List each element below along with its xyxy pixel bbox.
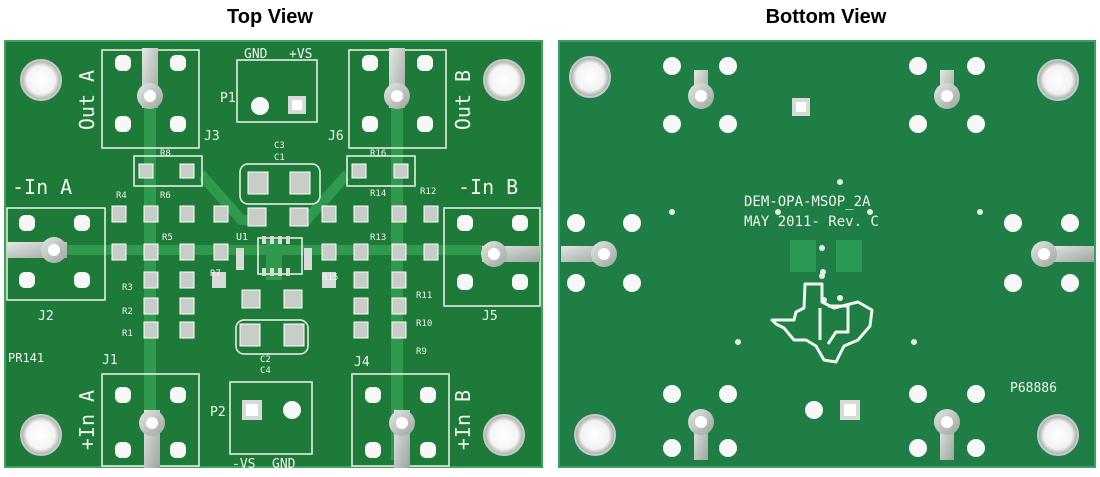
r10-label: R10	[416, 319, 432, 329]
vias	[669, 179, 983, 345]
j3-label: J3	[204, 129, 220, 144]
top-view-pcb: Out A Out B -In A -In B +In A +In B GND …	[4, 40, 543, 468]
board-id-label: PR141	[8, 351, 44, 365]
j1-label: J1	[102, 353, 118, 368]
part-name-label: DEM-OPA-MSOP_2A	[744, 194, 871, 210]
bottom-view-pcb: DEM-OPA-MSOP_2A MAY 2011- Rev. C P68886	[558, 40, 1096, 468]
mounting-holes	[20, 59, 525, 456]
p1-vs-label: +VS	[289, 47, 312, 62]
connector-tabs-bottom	[561, 70, 1094, 460]
r5-label: R5	[162, 233, 173, 243]
p1-gnd-label: GND	[244, 47, 268, 62]
p2-label: P2	[210, 405, 226, 420]
r6-label: R6	[160, 191, 171, 201]
p1-label: P1	[220, 91, 236, 106]
date-rev-label: MAY 2011- Rev. C	[744, 214, 879, 230]
j5-pads	[457, 215, 540, 290]
in-minus-a-label: -In A	[12, 175, 72, 199]
r2-label: R2	[122, 307, 133, 317]
c2-label: C2	[260, 355, 271, 365]
u1-label: U1	[236, 232, 248, 243]
out-b-label: Out B	[451, 70, 475, 130]
through-hole-pads	[567, 57, 1079, 457]
mounting-hole	[1037, 59, 1079, 101]
c3-label: C3	[274, 141, 285, 151]
bottom-view-title: Bottom View	[765, 6, 887, 28]
mounting-hole	[483, 414, 525, 456]
r4-label: R4	[116, 191, 127, 201]
r8-label: R8	[160, 149, 171, 159]
j6-label: J6	[328, 129, 344, 144]
p2-outline	[229, 381, 313, 455]
r16-label: R16	[370, 149, 386, 159]
mounting-hole	[20, 59, 62, 101]
out-a-label: Out A	[75, 70, 99, 130]
copper-windows	[790, 240, 862, 272]
j1-pads	[115, 387, 186, 468]
j5-label: J5	[482, 309, 498, 324]
r14-label: R14	[370, 189, 386, 199]
j2-pads	[7, 215, 90, 288]
mounting-hole	[569, 56, 611, 98]
top-view-title: Top View	[227, 6, 313, 28]
p2-vs-label: -VS	[232, 457, 255, 468]
j4-label: J4	[354, 355, 370, 370]
bottom-view-board: DEM-OPA-MSOP_2A MAY 2011- Rev. C P68886	[558, 40, 1096, 468]
j4-pads	[365, 387, 436, 468]
in-plus-b-label: +In B	[451, 390, 475, 450]
in-minus-b-label: -In B	[458, 175, 518, 199]
r9-label: R9	[416, 347, 427, 357]
mounting-holes-bottom	[569, 56, 1079, 456]
r15-label: R15	[322, 273, 338, 283]
c1-label: C1	[274, 153, 285, 163]
smd-pads	[111, 163, 439, 347]
r11-label: R11	[416, 291, 432, 301]
mounting-hole	[483, 59, 525, 101]
u1-footprint	[212, 236, 336, 288]
in-plus-a-label: +In A	[75, 390, 99, 450]
j2-label: J2	[38, 309, 54, 324]
r13-label: R13	[370, 233, 386, 243]
square-pads-bottom	[792, 98, 860, 420]
power-pads	[242, 96, 306, 420]
r1-label: R1	[122, 329, 133, 339]
c4-label: C4	[260, 366, 271, 376]
j3-pads	[115, 48, 186, 132]
mounting-hole	[20, 414, 62, 456]
r3-label: R3	[122, 283, 133, 293]
r12-label: R12	[420, 187, 436, 197]
p2-gnd-label: GND	[272, 457, 296, 468]
part-number-label: P68886	[1010, 381, 1057, 396]
j6-pads	[362, 48, 433, 132]
r7-label: R7	[210, 269, 221, 279]
texas-instruments-logo	[770, 282, 874, 364]
top-view-board: Out A Out B -In A -In B +In A +In B GND …	[4, 40, 543, 468]
p1-outline	[236, 59, 318, 123]
mounting-hole	[1037, 414, 1079, 456]
mounting-hole	[574, 414, 616, 456]
